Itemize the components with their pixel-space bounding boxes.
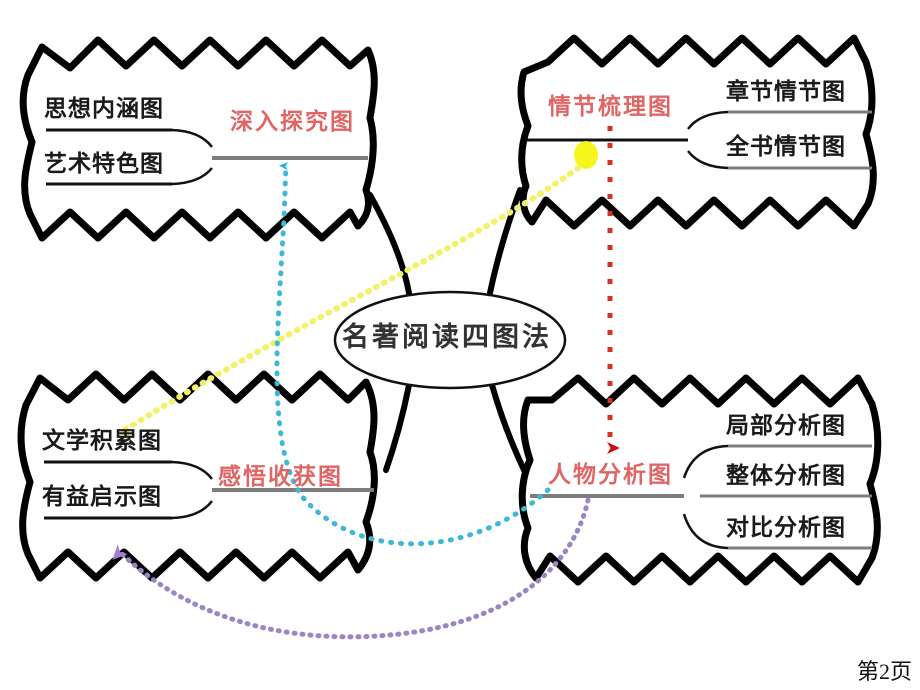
page-number: 第2页 xyxy=(856,659,912,684)
branch-label-deep-inquiry: 深入探究图 xyxy=(230,109,355,134)
centre-stems xyxy=(367,187,527,473)
leaf-label-chapter-plot: 章节情节图 xyxy=(726,79,846,104)
connector-cyan-arrow xyxy=(274,162,551,547)
branch-label-insight-gain: 感悟收获图 xyxy=(218,464,343,489)
cloud-outline-top-left xyxy=(19,36,378,242)
branch-label-character-analysis: 人物分析图 xyxy=(548,462,673,487)
leaf-label-artistic-features: 艺术特色图 xyxy=(44,151,164,176)
stem-bottom-right xyxy=(489,382,527,473)
stem-bottom-left xyxy=(383,382,412,473)
leaf-label-overall-analysis: 整体分析图 xyxy=(726,463,846,488)
leaf-label-literary-accumulation: 文学积累图 xyxy=(42,428,162,453)
branch-fork-bottom-right xyxy=(530,444,872,550)
leaf-label-whole-book-plot: 全书情节图 xyxy=(726,134,846,159)
leaf-label-thought-connotation: 思想内涵图 xyxy=(44,96,164,121)
stem-top-right xyxy=(487,187,523,296)
branch-fork-top-right xyxy=(527,110,872,170)
cloud-outline-bottom-left xyxy=(17,370,378,582)
centre-topic-label: 名著阅读四图法 xyxy=(342,322,552,352)
leaf-label-partial-analysis: 局部分析图 xyxy=(726,413,846,438)
centre-ellipse xyxy=(333,290,567,390)
connector-purple-arrow xyxy=(112,497,591,640)
branch-fork-bottom-left xyxy=(44,460,374,520)
branch-label-plot-outline: 情节梳理图 xyxy=(548,94,673,119)
stem-top-left xyxy=(367,192,412,296)
connector-yellow-arrow xyxy=(119,141,598,437)
leaf-label-comparative-analysis: 对比分析图 xyxy=(726,515,846,540)
cloud-outline-bottom-right xyxy=(518,374,882,586)
leaf-label-useful-enlightenment: 有益启示图 xyxy=(42,484,162,509)
branch-fork-top-left xyxy=(46,128,368,186)
cloud-outline-top-right xyxy=(517,34,877,230)
